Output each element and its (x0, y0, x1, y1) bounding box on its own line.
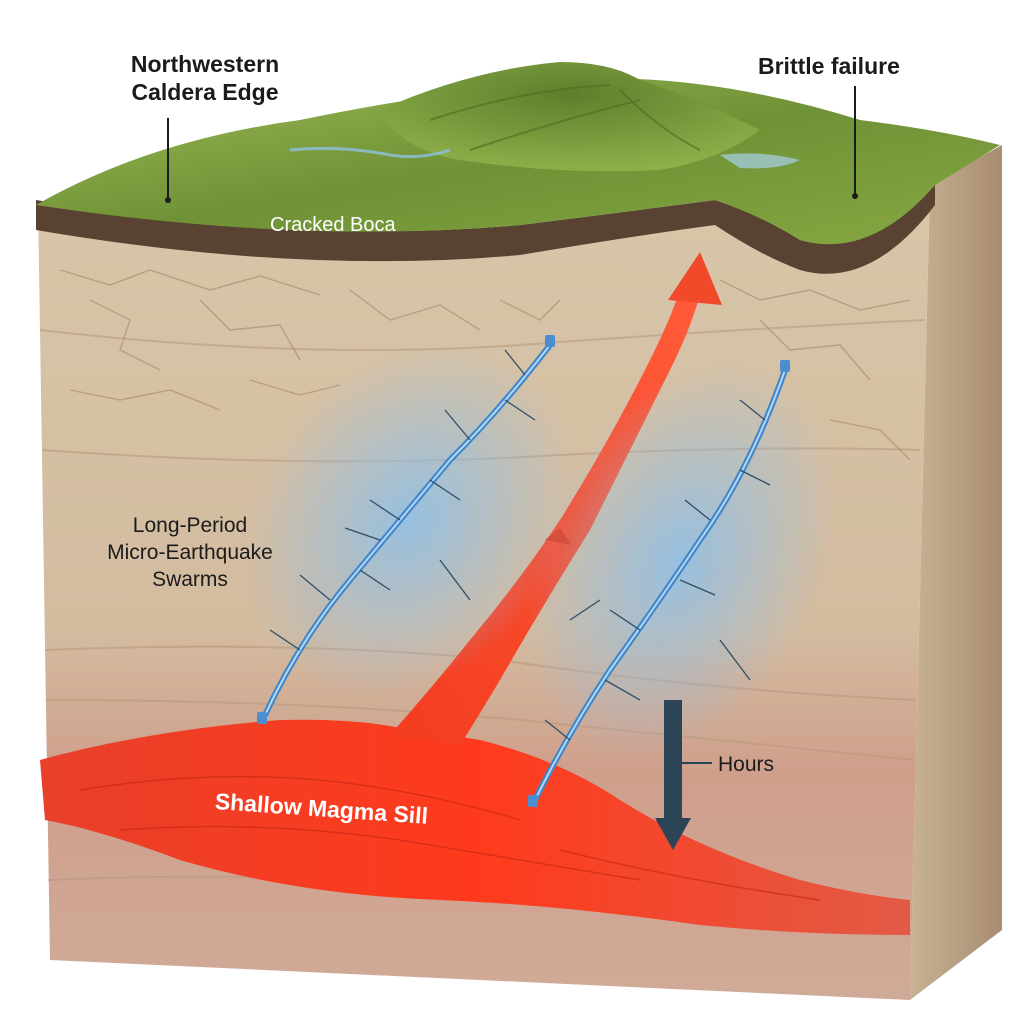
fracture-swarm-left (245, 335, 575, 724)
mountain-massif (380, 62, 760, 172)
swarms-label-line-1: Long-Period (132, 514, 248, 537)
down-arrow-icon (655, 700, 691, 850)
mountain-ridges (429, 84, 701, 151)
sill-texture (79, 775, 821, 901)
swarms-label-line-2: Micro-Earthquake (107, 541, 273, 564)
caldera-leader-dot (165, 197, 171, 203)
sensor-icon (257, 712, 267, 724)
swarms-label: Long-Period Micro-Earthquake Swarms (95, 512, 285, 593)
cracked-boca-label: Cracked Boca (270, 214, 396, 236)
northwestern-caldera-edge-label: Northwestern Caldera Edge (100, 50, 310, 106)
brittle-leader-dot (852, 193, 858, 199)
sensor-icon (780, 360, 790, 372)
block-side-face (910, 145, 1002, 1000)
fracture-swarm-right (525, 360, 835, 807)
caldera-label-line-1: Northwestern (130, 51, 280, 77)
magma-plume (390, 290, 700, 745)
sensor-icon (528, 795, 538, 807)
swarms-label-line-3: Swarms (152, 568, 228, 591)
magma-sill (40, 719, 910, 935)
brittle-failure-label: Brittle failure (758, 53, 900, 79)
sensor-icon (545, 335, 555, 347)
cracked-crust-texture (59, 269, 911, 461)
surface-stream (289, 146, 451, 159)
red-up-arrow-icon (668, 252, 722, 305)
hours-label: Hours (718, 753, 775, 776)
surface-lake (720, 153, 800, 169)
caldera-label-line-2: Caldera Edge (131, 79, 279, 105)
soil-layer (36, 180, 935, 274)
